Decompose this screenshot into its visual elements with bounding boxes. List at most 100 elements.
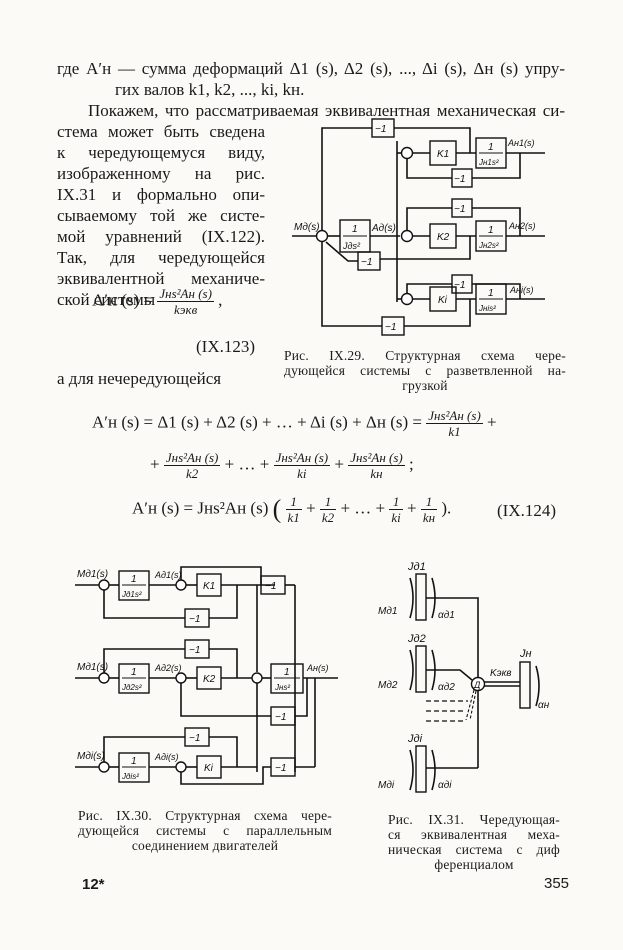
frac-den: ki <box>391 510 401 525</box>
label-out1: Aн1(s) <box>507 138 534 148</box>
frac-den: k1 <box>287 510 300 525</box>
label-jn: Jн <box>519 648 532 660</box>
label-ki: Ki <box>438 295 448 306</box>
label-ji: Jдi <box>407 733 423 745</box>
eq124-fraction: Jнs²Aн (s)kн <box>348 450 405 481</box>
label-k2: K2 <box>203 674 216 685</box>
caption-line: дующейся системы с разветвленной на- <box>284 363 566 378</box>
main-summing-junction <box>315 229 329 243</box>
torque-arrow-2 <box>409 649 414 691</box>
frac-num: 1 <box>420 494 438 510</box>
summing-junction-1 <box>400 146 414 160</box>
label-outi: Aдi(s) <box>154 752 178 762</box>
label-ai: αдi <box>438 780 452 791</box>
label-in2: Mд1(s) <box>77 662 108 673</box>
motor-num: 1 <box>352 224 358 235</box>
torque-arrow-i <box>409 749 414 791</box>
label-kekv: Kэкв <box>490 668 512 679</box>
page-number: 355 <box>544 875 570 892</box>
figure-ix-31-mechanical-diagram: Jд1 Mд1 αд1 Jд2 Mд2 αд2 Д Kэкв Jн αн Jдi… <box>378 561 550 793</box>
frac-num: Jнs²Aн (s) <box>163 450 221 466</box>
neg-label: −1 <box>454 280 465 291</box>
eq124-plus: + <box>487 412 497 432</box>
caption-line: ференциалом <box>434 857 514 872</box>
caption-line: Рис. IX.31. Чередующая- <box>388 812 560 827</box>
intro-line-2: гих валов k1, k2, ..., ki, kн. <box>115 80 305 99</box>
frac-num: 1 <box>319 494 337 510</box>
figure-ix-31-caption: Рис. IX.31. Чередующая- ся эквивалентная… <box>388 812 560 872</box>
figure-ix-29-block-diagram: 1 Jдs² Mд(s) Aд(s) K1 1 Jн1s² Aн1(s) −1 … <box>292 118 545 336</box>
eq123-numerator: Jнs²Aн (s) <box>157 286 214 302</box>
paragraph-line: эквивалентной механиче- <box>57 269 265 288</box>
frac-num: Jнs²Aн (s) <box>273 450 331 466</box>
caption-line: Рис. IX.29. Структурная схема чере- <box>284 348 566 363</box>
caption-line: дующейся системы с параллельным <box>78 823 332 838</box>
inertia-i <box>415 745 427 793</box>
paragraph-line: к чередующемуся виду, <box>57 143 265 162</box>
signature-mark: 12* <box>82 876 105 893</box>
loadi-num: 1 <box>488 288 494 299</box>
summing-junction <box>98 579 110 591</box>
paragraph-line: изображенному на рис. <box>57 164 265 183</box>
eq124-line3-lhs: A′н (s) = Jнs²Aн (s) <box>132 498 269 518</box>
frac-den: kн <box>370 466 383 481</box>
paragraph-first-line: Покажем, что рассматриваемая эквивалентн… <box>88 101 565 120</box>
label-a2: αд2 <box>438 682 455 693</box>
label-an: αн <box>538 700 550 711</box>
neg-label: −1 <box>361 257 372 268</box>
intro-line-1: где A′н — сумма деформаций Δ1 (s), Δ2 (s… <box>57 59 565 78</box>
summing-junction <box>175 579 187 591</box>
num: 1 <box>131 756 137 767</box>
label-k2: K2 <box>437 232 450 243</box>
summing-junction <box>175 761 187 773</box>
eq124-ellipsis: + … + <box>224 454 270 474</box>
neg-label: −1 <box>385 322 396 333</box>
frac-num: Jнs²Aн (s) <box>426 408 483 424</box>
load-summing-junction <box>251 672 263 684</box>
den2: Jд2s² <box>121 683 142 692</box>
eq124-plus: + <box>306 498 316 518</box>
eq123-denominator: kэкв <box>174 302 198 317</box>
frac-num: 1 <box>285 494 302 510</box>
paragraph-line: ской системы <box>57 290 156 309</box>
load-accel-arrow <box>535 665 540 707</box>
eq124-fraction: Jнs²Aн (s)k1 <box>426 408 483 439</box>
neg-label: −1 <box>454 204 465 215</box>
deni: Jдis² <box>121 772 139 781</box>
eq124-ellipsis: + … + <box>340 498 386 518</box>
label-load-out: Aн(s) <box>306 663 328 673</box>
accel-arrow-i <box>431 749 436 791</box>
neg-label: −1 <box>454 174 465 185</box>
eq124-fraction: Jнs²Aн (s)ki <box>273 450 331 481</box>
label-outi: Aнi(s) <box>509 285 533 295</box>
caption-line: грузкой <box>402 378 448 393</box>
label-out1: Aд1(s) <box>154 570 181 580</box>
frac-den: ki <box>297 466 307 481</box>
label-out2: Aд2(s) <box>154 663 181 673</box>
equation-ix-124-line2: + Jнs²Aн (s)k2 + … + Jнs²Aн (s)ki + Jнs²… <box>150 450 414 481</box>
summing-junction <box>98 672 110 684</box>
frac-num: 1 <box>389 494 403 510</box>
equation-number-ix-124: (IX.124) <box>497 501 557 520</box>
label-in1: Mд1(s) <box>77 569 108 580</box>
load-inertia <box>519 661 531 709</box>
paragraph-line: сываемому той же систе- <box>57 206 265 225</box>
summing-junction-i <box>400 292 414 306</box>
eq124-plus: + <box>150 454 160 474</box>
equation-number-ix-123: (IX.123) <box>196 337 256 356</box>
figure-ix-29-caption: Рис. IX.29. Структурная схема чере- дующ… <box>284 348 566 393</box>
num: 1 <box>131 667 137 678</box>
label-j1: Jд1 <box>407 561 426 573</box>
caption-line: соединением двигателей <box>131 838 279 853</box>
loadi-den: Jнis² <box>478 304 496 313</box>
label-j2: Jд2 <box>407 633 426 645</box>
eq124-plus: + <box>407 498 417 518</box>
caption-line: ническая система с диф <box>388 842 560 857</box>
label-input: Mд(s) <box>294 222 320 233</box>
load1-den: Jн1s² <box>478 158 499 167</box>
eq123-fraction: Jнs²Aн (s) kэкв <box>157 286 214 317</box>
eq123-comma: , <box>218 290 223 310</box>
figure-ix-30-caption: Рис. IX.30. Структурная схема чере- дующ… <box>78 808 332 853</box>
eq124-fraction: Jнs²Aн (s)k2 <box>163 450 221 481</box>
